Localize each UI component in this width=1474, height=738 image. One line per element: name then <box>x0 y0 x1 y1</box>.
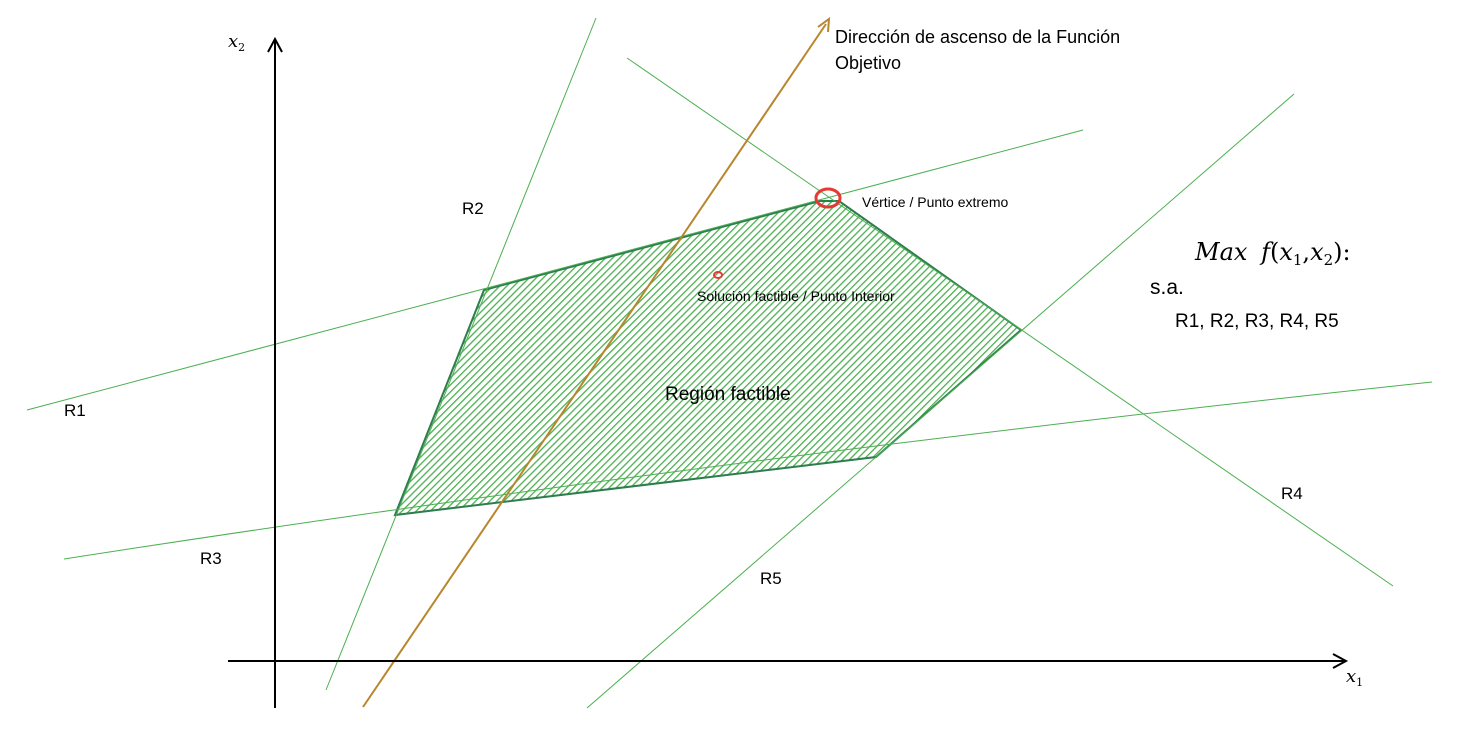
constraint-label-r5: R5 <box>760 569 782 588</box>
x-axis-label: x1 <box>1346 666 1363 689</box>
constraint-label-r3: R3 <box>200 549 222 568</box>
interior-point-label: Solución factible / Punto Interior <box>697 288 895 304</box>
constraint-label-r2: R2 <box>462 199 484 218</box>
x-axis-arrow-head <box>1332 653 1349 669</box>
constraint-label-r1: R1 <box>64 401 86 420</box>
y-axis-arrow-head <box>267 36 283 53</box>
constraint-label-r4: R4 <box>1281 484 1303 503</box>
constraint-line-r4 <box>626 57 1394 587</box>
constraint-list: R1, R2, R3, R4, R5 <box>1175 311 1339 332</box>
constraint-line-r5 <box>586 93 1295 709</box>
objective-function: Max f(x1,x2): <box>1194 238 1351 269</box>
interior-point-marker <box>713 271 723 279</box>
direction-label-line2: Objetivo <box>835 53 901 73</box>
constraint-line-r2 <box>325 17 597 691</box>
constraint-line-r1 <box>26 129 1084 411</box>
vertex-marker <box>814 187 842 209</box>
direction-label-line1: Dirección de ascenso de la Función <box>835 27 1120 47</box>
feasible-region <box>393 200 1023 517</box>
objective-direction-arrow <box>362 23 827 708</box>
y-axis-label: x2 <box>228 31 245 54</box>
vertex-label: Vértice / Punto extremo <box>862 194 1009 210</box>
constraint-line-r3 <box>63 381 1433 560</box>
feasible-region-label: Región factible <box>665 384 791 405</box>
objective-arrow-head <box>817 16 831 33</box>
subject-to-label: s.a. <box>1150 276 1184 299</box>
